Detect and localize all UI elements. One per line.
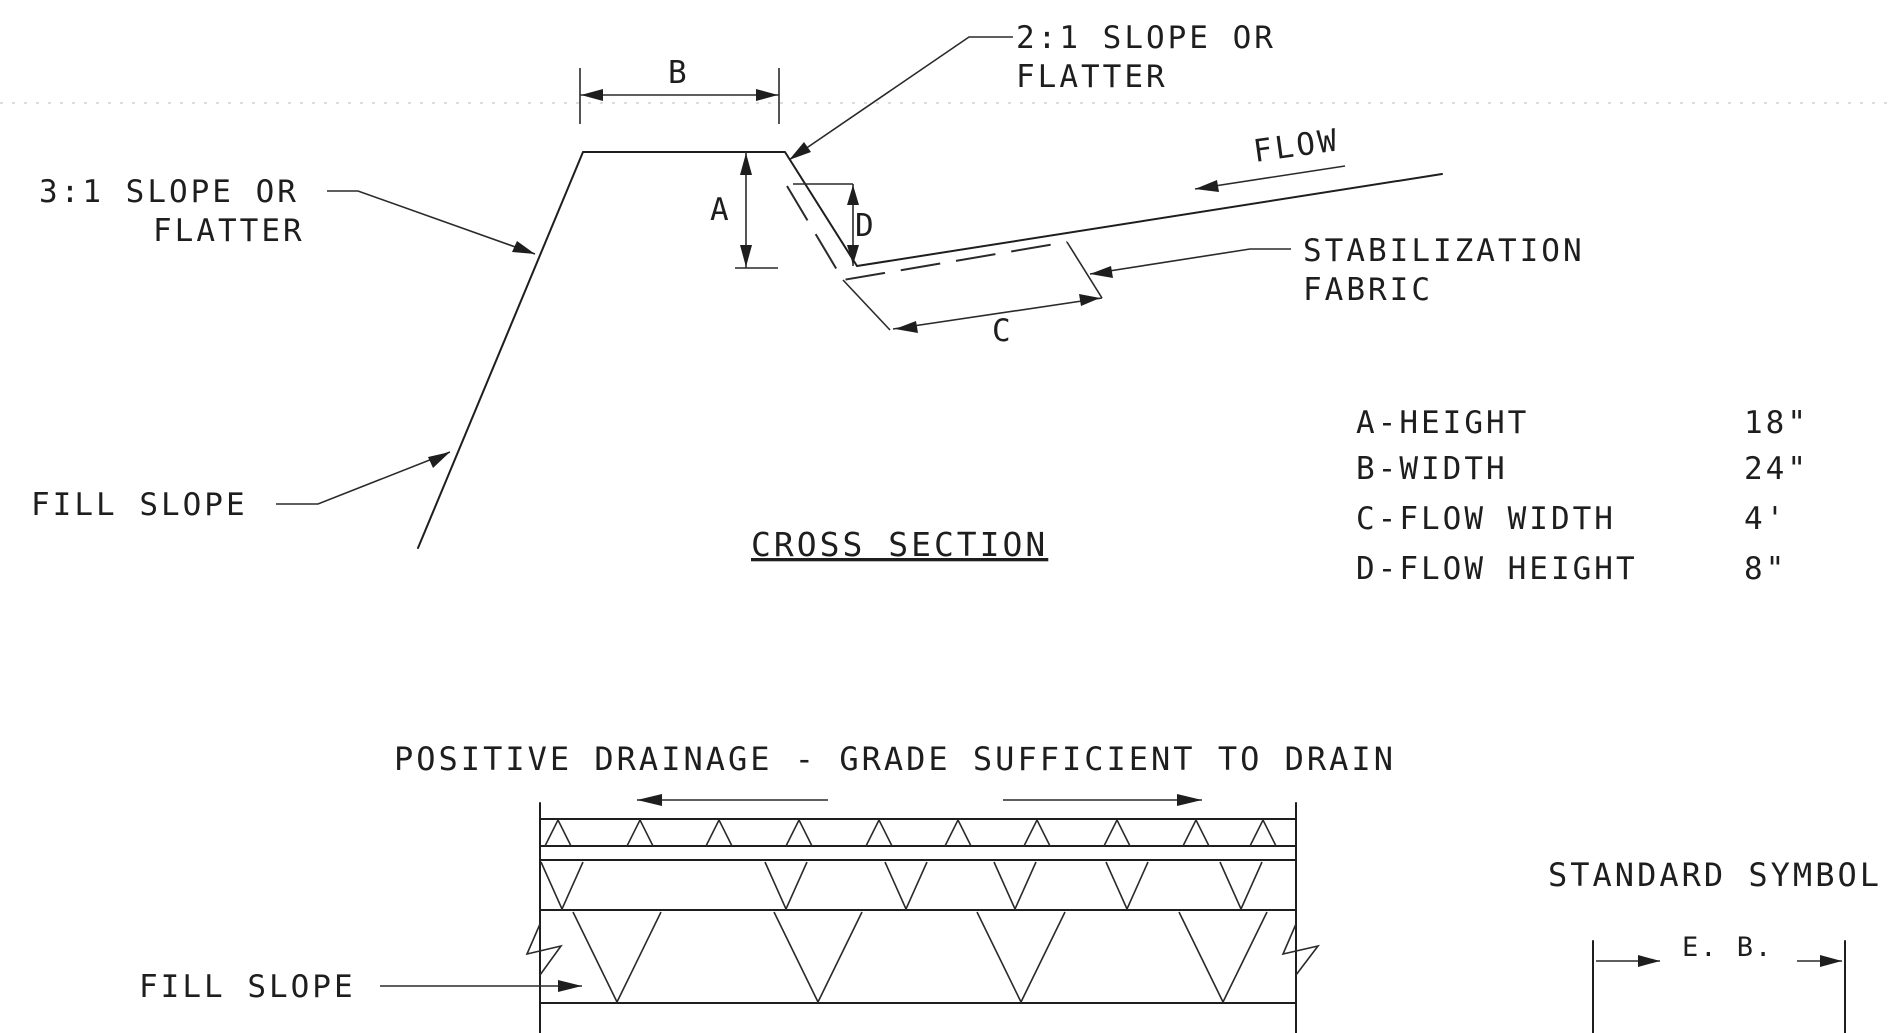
table-row-b-value: 24" (1744, 451, 1809, 487)
standard-symbol-label: E. B. (1682, 932, 1773, 963)
table-row-b-name: B-WIDTH (1356, 451, 1508, 487)
table-row-d-name: D-FLOW HEIGHT (1356, 551, 1638, 587)
dimension-b-label: B (668, 55, 690, 91)
callout-fill-slope-cross-section: FILL SLOPE (31, 451, 451, 523)
callout-3-1-slope: 3:1 SLOPE OR FLATTER (39, 174, 536, 255)
fill-slope-label-plan: FILL SLOPE (139, 969, 356, 1005)
table-row-a-name: A-HEIGHT (1356, 405, 1529, 441)
table-row-d-value: 8" (1744, 551, 1787, 587)
drainage-note: POSITIVE DRAINAGE - GRADE SUFFICIENT TO … (394, 740, 1396, 778)
callout-stabilization-fabric: STABILIZATION FABRIC (1089, 233, 1585, 308)
plan-triangles-row1 (544, 818, 1277, 847)
plan-triangles-row3 (572, 911, 1268, 1004)
dimension-c-label: C (992, 313, 1014, 349)
plan-triangles-row2 (540, 861, 1263, 911)
dimension-d: D (793, 183, 877, 266)
fabric-label-line1: STABILIZATION (1303, 233, 1585, 269)
fabric-label-line2: FABRIC (1303, 272, 1433, 308)
standard-symbol-title: STANDARD SYMBOL (1548, 856, 1882, 894)
flow-arrow: FLOW (1194, 122, 1346, 192)
break-line-left (525, 923, 563, 976)
dimension-c: C (892, 294, 1103, 349)
slope-3-1-label-line2: FLATTER (153, 213, 305, 249)
slope-2-1-label-line2: FLATTER (1016, 59, 1168, 95)
slope-2-1-label-line1: 2:1 SLOPE OR (1016, 20, 1276, 56)
dimension-b: B (579, 55, 780, 124)
table-row-c-name: C-FLOW WIDTH (1356, 501, 1616, 537)
slope-3-1-label-line1: 3:1 SLOPE OR (39, 174, 299, 210)
dimension-d-label: D (855, 208, 877, 244)
table-row-c-value: 4' (1744, 501, 1787, 537)
plan-view: POSITIVE DRAINAGE - GRADE SUFFICIENT TO … (139, 740, 1396, 1033)
callout-2-1-slope: 2:1 SLOPE OR FLATTER (788, 20, 1276, 161)
drainage-arrow-left (637, 794, 662, 806)
cross-section-title: CROSS SECTION (751, 525, 1048, 564)
cross-section: B A D C (31, 20, 1585, 564)
stabilization-fabric-line (786, 185, 1068, 282)
fill-slope-label-cross-section: FILL SLOPE (31, 487, 248, 523)
standard-symbol: STANDARD SYMBOL E. B. (1548, 856, 1882, 1033)
drainage-arrow-right (1177, 794, 1202, 806)
table-row-a-value: 18" (1744, 405, 1809, 441)
break-line-right (1281, 923, 1320, 976)
dimensions-table: A-HEIGHT 18" B-WIDTH 24" C-FLOW WIDTH 4'… (1356, 405, 1809, 587)
dimension-a: A (710, 152, 778, 269)
flow-label: FLOW (1251, 122, 1342, 170)
dimension-a-label: A (710, 192, 732, 228)
dike-profile-line (417, 151, 858, 549)
channel-ground-line (856, 173, 1443, 267)
